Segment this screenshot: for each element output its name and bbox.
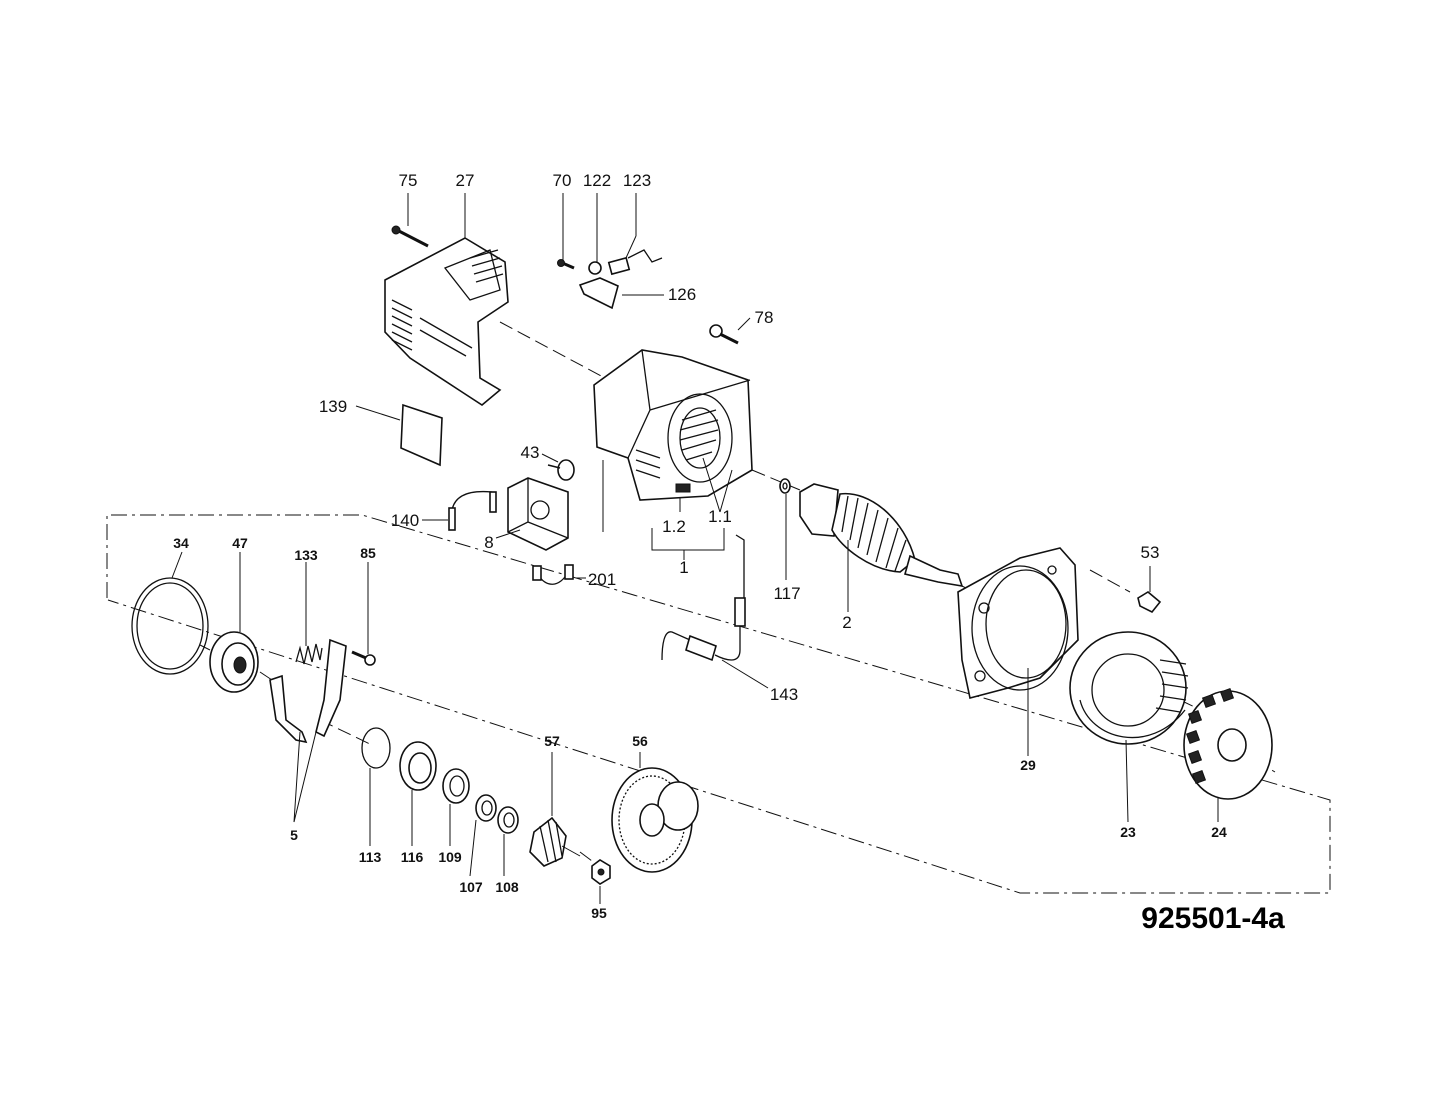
part-95-nut: [591, 859, 611, 885]
callout-113: 113: [359, 849, 382, 865]
part-133-spring: [295, 643, 323, 665]
callout-2: 2: [842, 613, 851, 632]
callout-123: 123: [623, 171, 651, 190]
callout-107: 107: [459, 879, 483, 895]
callout-5: 5: [290, 827, 298, 843]
part-53-sleeve: [1137, 591, 1162, 614]
part-123-carbon-brush: [607, 249, 663, 276]
callout-85: 85: [360, 545, 376, 561]
callout-24: 24: [1211, 824, 1227, 840]
callout-70: 70: [553, 171, 572, 190]
callout-57: 57: [544, 733, 560, 749]
callout-8: 8: [484, 533, 493, 552]
part-29-flange: [957, 547, 1079, 699]
callout-1-1: 1.1: [708, 507, 732, 526]
part-122-brush-holder: [578, 261, 619, 310]
part-23-ring-housing: [1069, 631, 1189, 745]
part-70-screw: [557, 259, 575, 270]
part-140-cable: [448, 490, 497, 531]
callout-122: 122: [583, 171, 611, 190]
part-108-washer: [497, 806, 519, 834]
callout-27: 27: [456, 171, 475, 190]
callout-139: 139: [319, 397, 347, 416]
part-85-screw: [351, 650, 376, 666]
callout-140: 140: [391, 511, 419, 530]
part-8-switch: [507, 477, 569, 551]
callout-34: 34: [173, 535, 189, 551]
part-143-power-cord: [661, 534, 746, 662]
part-34-retaining-ring: [131, 577, 209, 675]
part-201-cable: [532, 564, 574, 585]
part-47-ball-bearing: [209, 631, 259, 693]
callout-126: 126: [668, 285, 696, 304]
callout-116: 116: [401, 849, 424, 865]
part-116-ball-bearing: [399, 741, 437, 791]
part-27-motor-cover: [384, 237, 509, 406]
part-24-fan: [1183, 687, 1273, 800]
callout-53: 53: [1141, 543, 1160, 562]
part-1-motor-housing: [593, 349, 753, 532]
part-117-ball-bearing: [779, 478, 791, 494]
callout-78: 78: [755, 308, 774, 327]
callout-1-2: 1.2: [662, 517, 686, 536]
part-113-circlip: [361, 727, 391, 769]
callout-75: 75: [399, 171, 418, 190]
callout-56: 56: [632, 733, 648, 749]
part-57-bevel-pinion: [529, 816, 581, 867]
callout-117: 117: [773, 584, 800, 603]
callout-143: 143: [770, 685, 798, 704]
part-109-washer: [442, 768, 470, 804]
callout-201: 201: [588, 570, 616, 589]
callout-43: 43: [521, 443, 540, 462]
callout-133: 133: [294, 547, 318, 563]
part-5-lever: [269, 638, 347, 744]
leader-lines: [171, 193, 1219, 904]
callout-1: 1: [679, 558, 688, 577]
callout-23: 23: [1120, 824, 1136, 840]
part-107-washer: [475, 794, 497, 822]
callout-47: 47: [232, 535, 248, 551]
callout-labels: 75 27 70 122 123 126 78 139 43 140 8 201 1.2 1.1 1 117 2…: [173, 171, 1227, 921]
callout-29: 29: [1020, 757, 1036, 773]
callout-109: 109: [438, 849, 462, 865]
part-75-screw: [391, 225, 429, 248]
callout-95: 95: [591, 905, 607, 921]
callout-108: 108: [495, 879, 519, 895]
part-139-label-plate: [400, 403, 443, 467]
part-56-bevel-gear: [611, 767, 699, 873]
part-43-capacitor: [547, 459, 575, 481]
drawing-number: 925501-4a: [1141, 902, 1285, 935]
part-78-screw: [709, 324, 739, 345]
part-2-armature: [799, 483, 964, 588]
